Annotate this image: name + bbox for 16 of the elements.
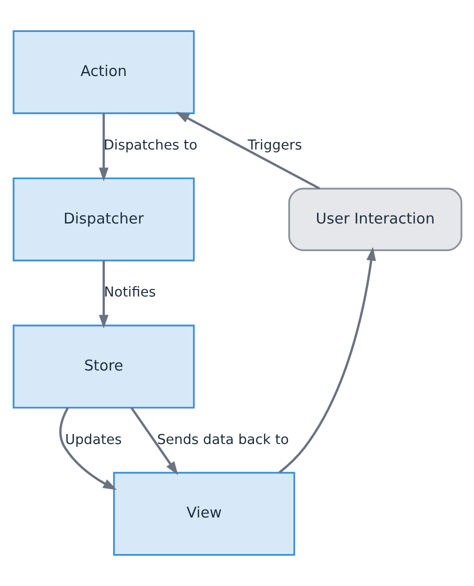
arrow: [98, 113, 108, 182]
edge-label: Updates: [64, 432, 122, 448]
arrow: [58, 407, 116, 490]
node-box: Dispatcher: [12, 177, 194, 262]
node-box: User Interaction: [288, 188, 462, 252]
node-box: Store: [12, 324, 194, 409]
arrow: [130, 407, 178, 476]
node-box: View: [112, 472, 295, 556]
edge-label: Sends data back to: [156, 432, 288, 448]
edge-label: Triggers: [247, 137, 302, 154]
arrow: [175, 112, 320, 190]
arrow: [98, 260, 108, 329]
node-box: Action: [12, 30, 194, 114]
edge-label: Dispatches to: [103, 137, 197, 154]
arrow: [278, 246, 376, 474]
edge-label: Notifies: [103, 284, 156, 301]
